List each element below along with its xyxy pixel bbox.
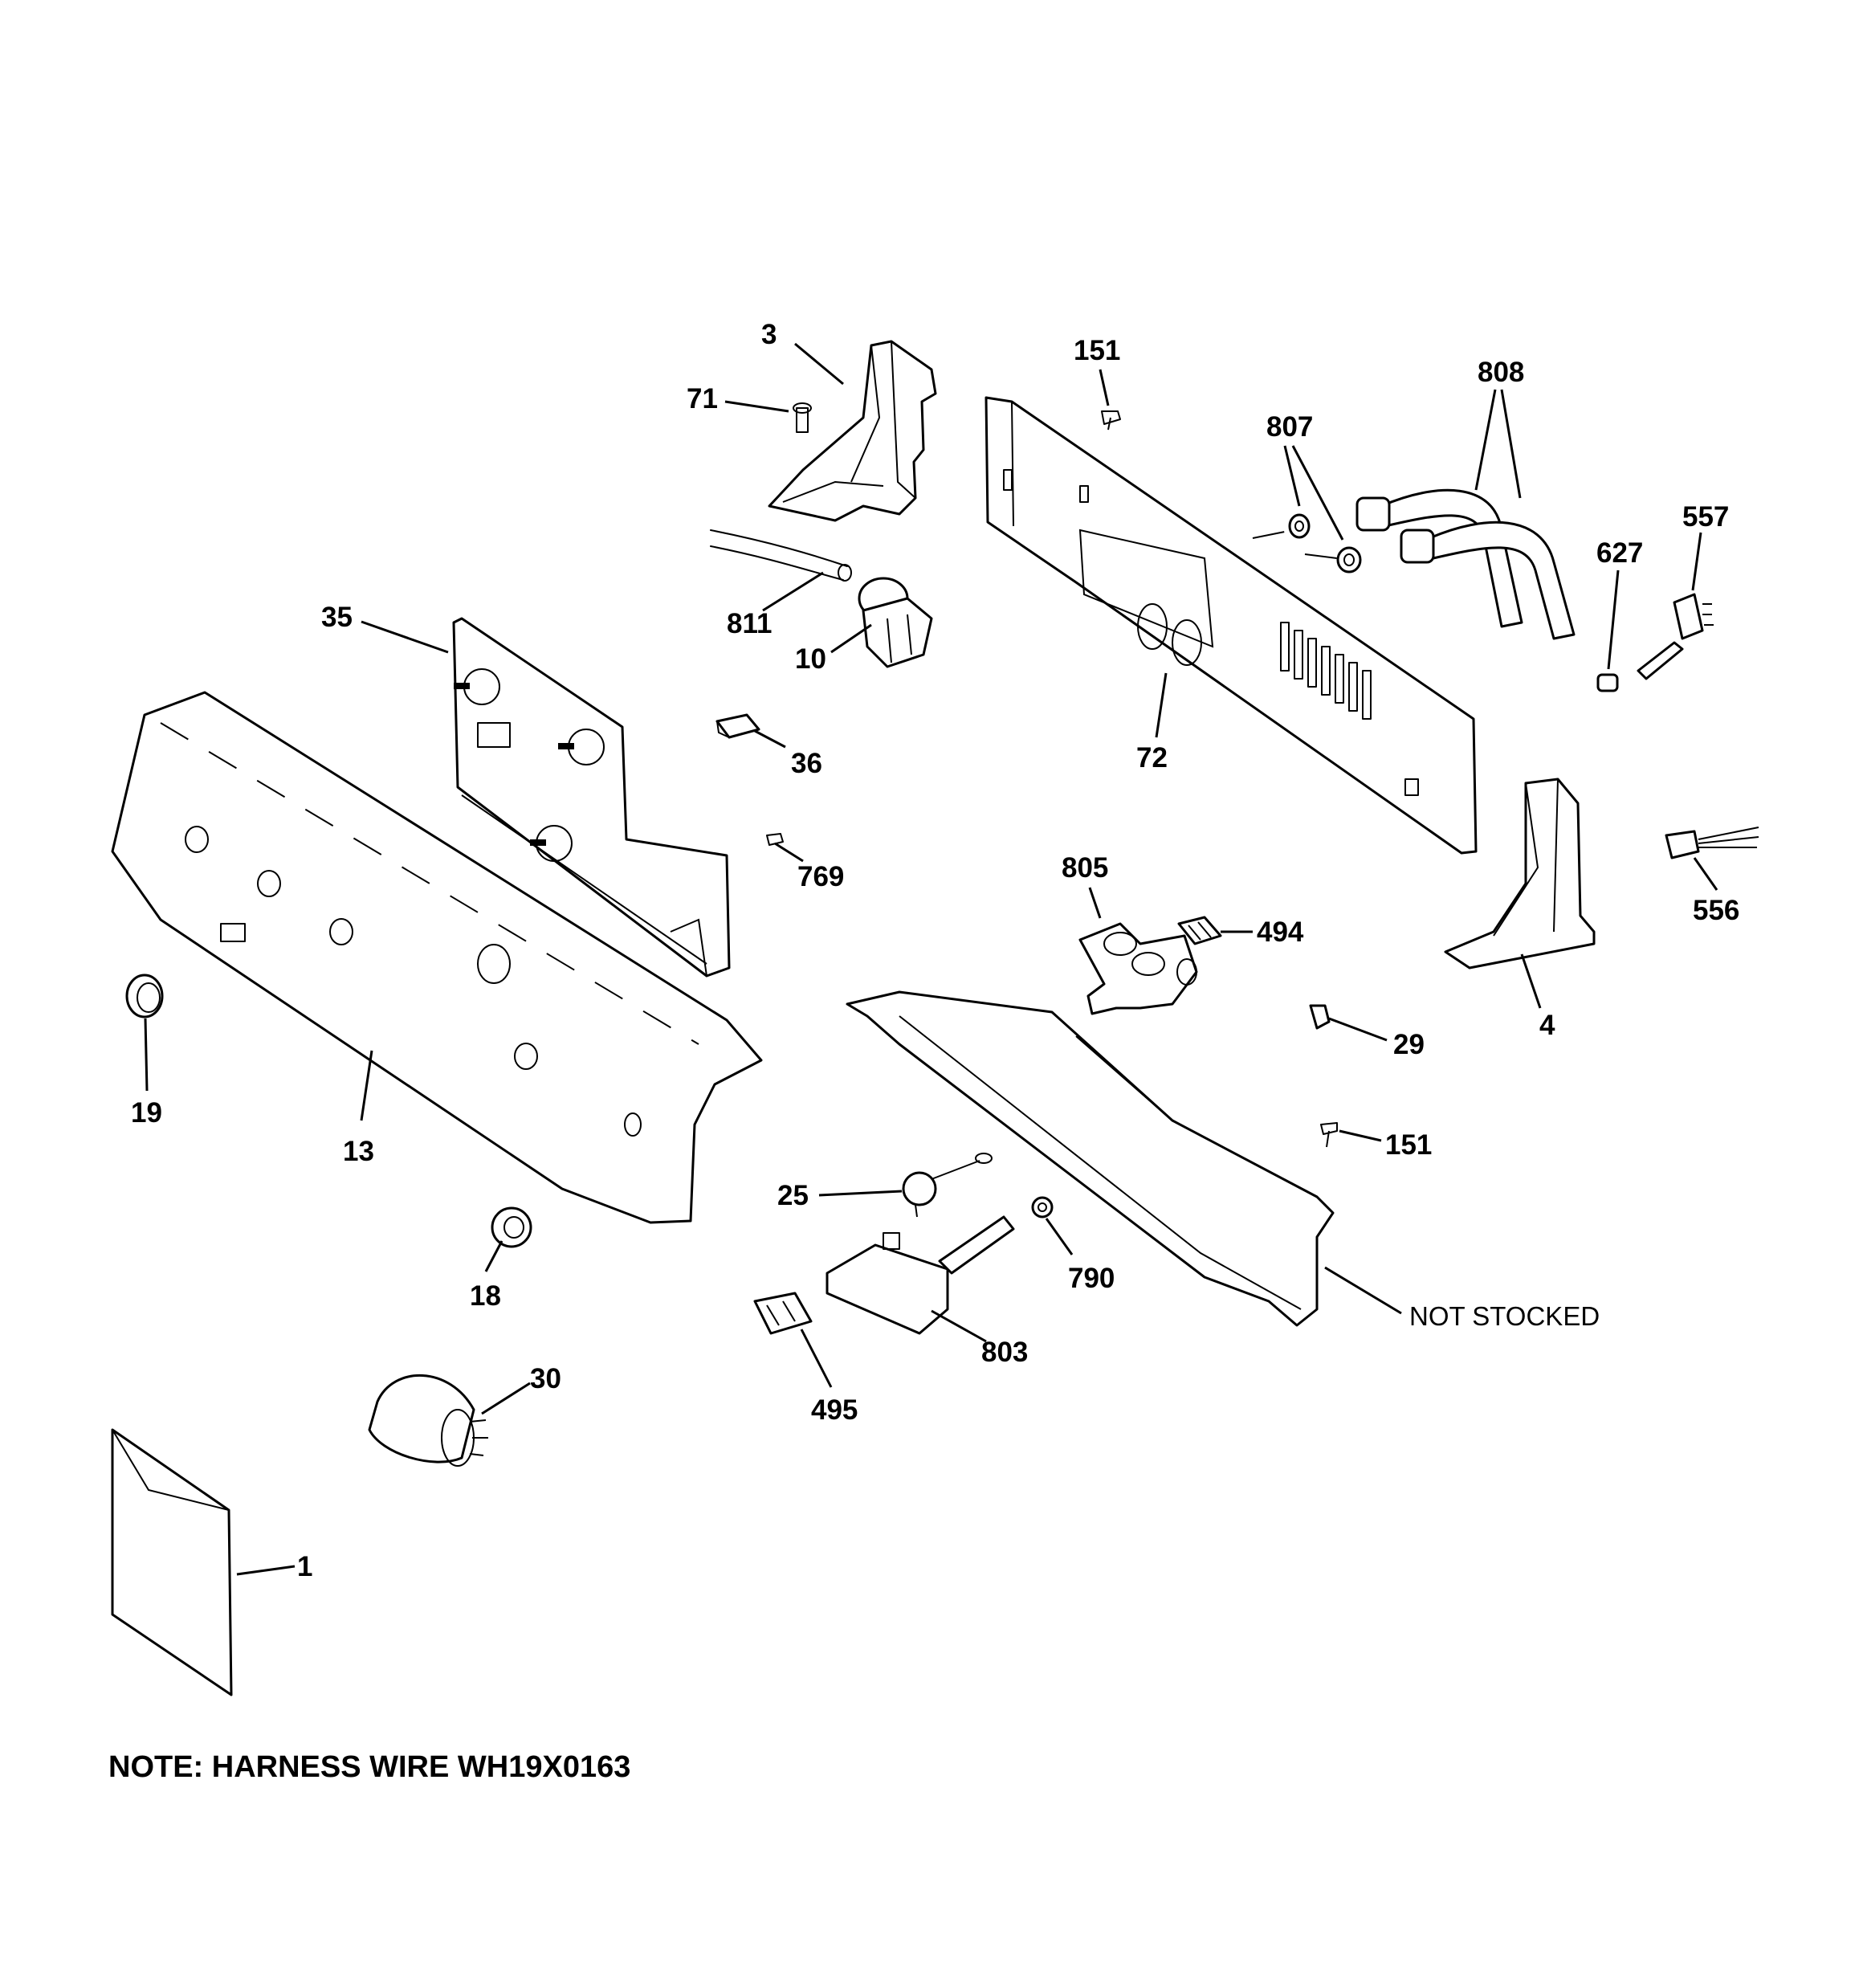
leader-30 — [481, 1382, 531, 1415]
leader-18 — [484, 1240, 503, 1272]
part-25-cap — [902, 1153, 993, 1218]
part-494-connector — [1177, 916, 1222, 945]
callout-556: 556 — [1693, 895, 1739, 926]
not-stocked-label: NOT STOCKED — [1409, 1301, 1600, 1331]
part-36-connector — [715, 713, 760, 739]
leader-790 — [1045, 1218, 1074, 1255]
callout-151-top: 151 — [1074, 335, 1120, 366]
part-35-control-board — [452, 617, 731, 978]
part-10-pressure-switch — [858, 577, 933, 668]
leader-769 — [774, 842, 804, 863]
part-71-screw — [793, 402, 812, 433]
callout-4: 4 — [1539, 1010, 1555, 1041]
leader-151b — [1339, 1129, 1382, 1142]
callout-1: 1 — [297, 1551, 312, 1582]
part-151-screw-lower — [1320, 1122, 1338, 1148]
part-803-bracket-hose — [826, 1215, 1015, 1335]
part-627-clip — [1596, 673, 1619, 692]
leader-25 — [818, 1190, 903, 1197]
leader-495 — [800, 1329, 833, 1388]
callout-71: 71 — [687, 383, 718, 414]
leader-29 — [1328, 1017, 1388, 1042]
callout-30: 30 — [530, 1363, 561, 1394]
part-3-bracket — [768, 340, 937, 522]
callout-36: 36 — [791, 748, 822, 779]
callout-769: 769 — [797, 861, 844, 892]
part-808-fill-hoses — [1355, 488, 1576, 640]
part-30-capacitor — [368, 1374, 488, 1467]
part-29-clip — [1309, 1004, 1331, 1030]
leader-811 — [762, 571, 824, 612]
leader-35 — [361, 620, 449, 654]
part-not-stocked-frame — [846, 990, 1335, 1327]
callout-13: 13 — [343, 1136, 374, 1167]
leader-807b — [1291, 445, 1344, 541]
part-151-screw-top — [1101, 410, 1121, 431]
leader-807a — [1283, 445, 1301, 507]
callout-808: 808 — [1478, 357, 1524, 388]
callout-19: 19 — [131, 1097, 162, 1129]
callout-151-lower: 151 — [1385, 1129, 1432, 1161]
harness-note: NOTE: HARNESS WIRE WH19X0163 — [108, 1750, 630, 1784]
part-72-vents — [1280, 622, 1372, 720]
part-807-washers — [1252, 513, 1362, 574]
callout-807: 807 — [1266, 411, 1313, 443]
callout-790: 790 — [1068, 1263, 1115, 1294]
callout-35: 35 — [321, 602, 353, 633]
callout-72: 72 — [1136, 742, 1168, 774]
part-19-knob — [125, 974, 164, 1018]
leader-557 — [1691, 532, 1702, 591]
part-4-bracket — [1444, 778, 1596, 970]
leader-808a — [1474, 389, 1497, 491]
leader-4 — [1520, 953, 1542, 1009]
part-805-water-valve — [1078, 922, 1198, 1015]
leader-13 — [360, 1050, 373, 1121]
part-557-harness — [1637, 593, 1714, 680]
leader-72 — [1155, 672, 1168, 738]
leader-lines — [144, 342, 1718, 1576]
leader-36 — [754, 729, 786, 749]
part-769-screw — [766, 833, 784, 846]
leader-556 — [1693, 857, 1718, 891]
callout-627: 627 — [1596, 537, 1643, 569]
callout-29: 29 — [1393, 1029, 1425, 1060]
callout-805: 805 — [1062, 852, 1108, 884]
callout-3: 3 — [761, 319, 777, 350]
leader-627 — [1607, 569, 1620, 670]
leader-803 — [931, 1309, 987, 1343]
leader-3 — [794, 342, 844, 386]
leader-19 — [144, 1018, 149, 1092]
part-1-envelope — [111, 1428, 233, 1696]
callout-18: 18 — [470, 1280, 501, 1312]
leader-71 — [724, 400, 789, 413]
callout-557: 557 — [1682, 501, 1729, 533]
callout-10: 10 — [795, 643, 826, 675]
callout-803: 803 — [981, 1337, 1028, 1368]
leader-not-stocked — [1324, 1266, 1402, 1315]
part-72-backsplash — [984, 396, 1478, 855]
leader-805 — [1088, 887, 1102, 919]
part-13-console — [111, 691, 763, 1224]
callout-25: 25 — [777, 1180, 809, 1211]
leader-1 — [236, 1565, 296, 1576]
leader-808b — [1500, 389, 1522, 499]
callout-494: 494 — [1257, 916, 1304, 948]
part-790-clamp — [1031, 1196, 1054, 1219]
callout-labels: 3 71 151 807 808 557 627 35 811 10 36 72… — [131, 319, 1739, 1582]
part-18-bushing — [491, 1206, 532, 1248]
leader-151a — [1099, 369, 1110, 406]
part-811-hose — [710, 529, 852, 582]
leader-10 — [830, 623, 872, 654]
part-495-connector — [753, 1292, 813, 1335]
callout-495: 495 — [811, 1394, 858, 1426]
part-556-connector — [1665, 827, 1759, 859]
callout-811: 811 — [727, 608, 772, 639]
